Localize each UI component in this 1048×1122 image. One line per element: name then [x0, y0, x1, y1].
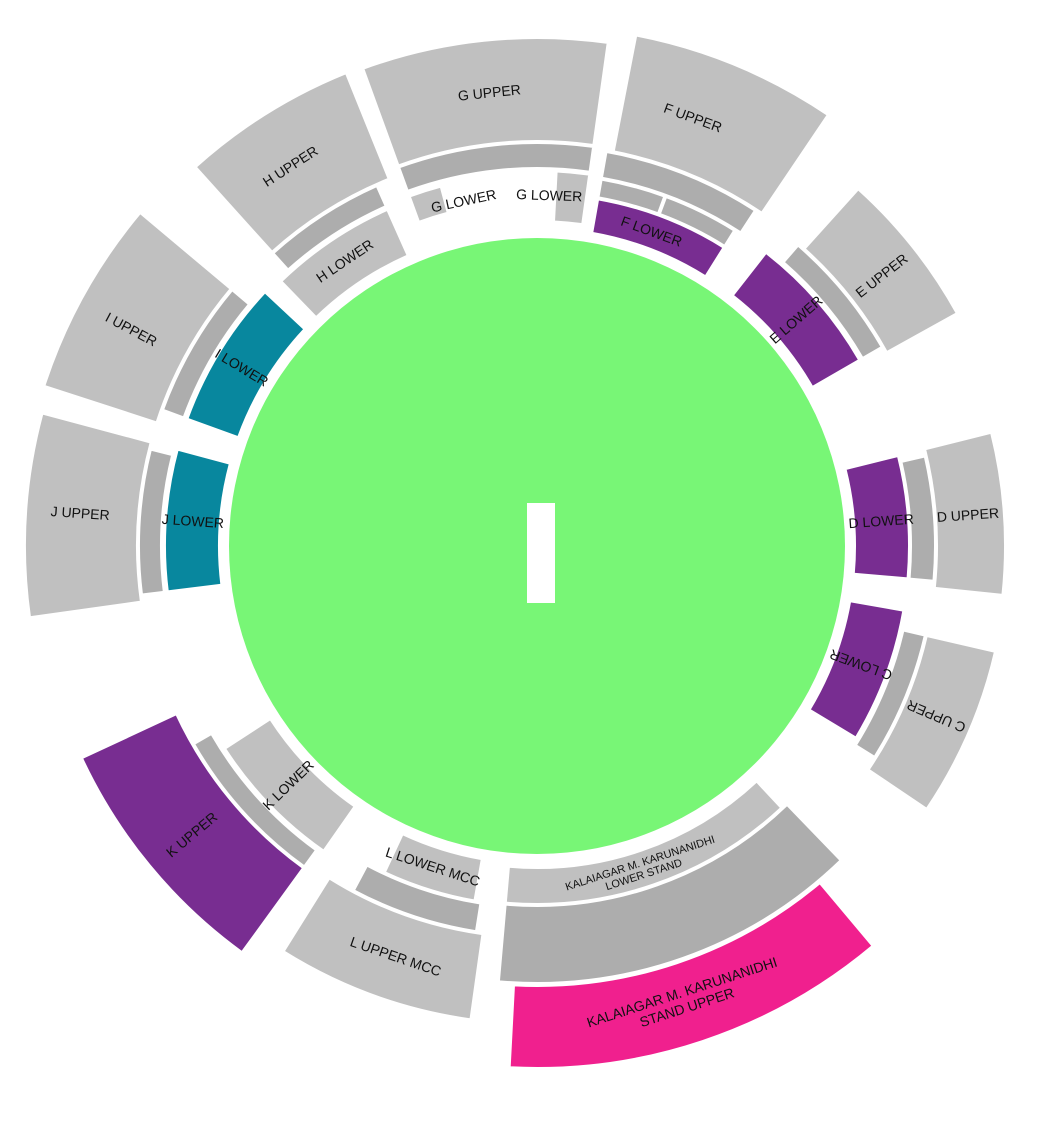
walkway-l-walkway [352, 864, 482, 933]
walkway-g-walkway [397, 142, 595, 193]
walkway-h-walkway [271, 184, 388, 271]
walkway-d-walkway [900, 455, 936, 582]
section-h-lower[interactable] [279, 208, 409, 319]
walkway-c-walkway [854, 629, 926, 759]
section-kmk-lower[interactable] [504, 780, 783, 905]
section-i-upper[interactable] [43, 211, 232, 424]
section-kmk-upper[interactable] [508, 881, 874, 1069]
section-i-lower[interactable] [186, 290, 306, 439]
section-k-upper[interactable] [80, 712, 305, 954]
section-f-lower[interactable] [591, 198, 725, 278]
section-h-upper[interactable] [194, 71, 390, 254]
walkway-kmk-walkway [497, 803, 842, 984]
section-g-upper[interactable] [361, 37, 609, 167]
section-g-lower-left[interactable] [408, 185, 449, 224]
section-d-lower[interactable] [844, 454, 910, 580]
section-j-lower[interactable] [164, 448, 232, 593]
section-e-lower[interactable] [731, 251, 861, 389]
walkway-k-walkway [192, 732, 318, 868]
section-c-lower[interactable] [808, 600, 905, 739]
section-d-upper[interactable] [923, 431, 1007, 597]
walkway-f-walkway-3 [600, 150, 757, 234]
walkway-e-walkway [782, 244, 884, 360]
sections-layer [24, 34, 1007, 1069]
section-l-lower-mcc[interactable] [383, 832, 483, 902]
walkway-f-walkway-2 [658, 195, 736, 248]
section-j-upper[interactable] [24, 412, 152, 619]
walkway-i-walkway [161, 288, 251, 419]
walkway-j-walkway [138, 448, 174, 596]
walkway-f-walkway-1 [597, 178, 666, 215]
section-g-lower-right[interactable] [552, 170, 591, 226]
section-c-upper[interactable] [867, 634, 997, 811]
section-k-lower[interactable] [223, 717, 356, 853]
section-f-upper[interactable] [612, 34, 830, 215]
section-l-upper-mcc[interactable] [282, 877, 484, 1021]
pitch [527, 503, 555, 603]
section-e-upper[interactable] [803, 187, 959, 354]
